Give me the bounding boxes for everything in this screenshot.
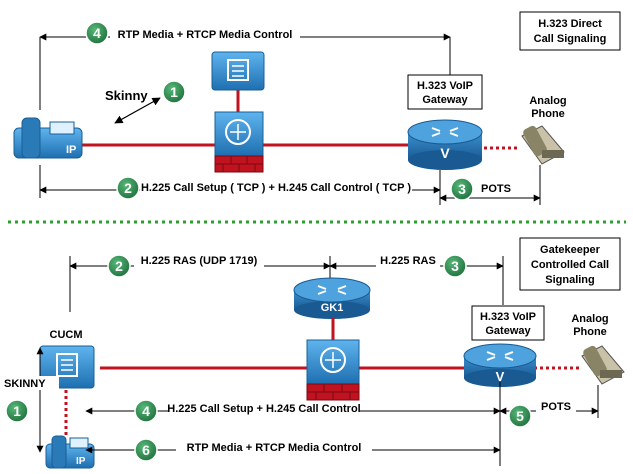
svg-text:IP: IP [66, 144, 76, 156]
svg-text:V: V [440, 145, 450, 161]
top-info-box-line1: H.323 Direct [538, 18, 602, 30]
bottom-gateway-box: H.323 VoIP Gateway [471, 305, 545, 341]
step-number: 1 [13, 403, 21, 419]
bottom-gateway-line2: Gateway [485, 325, 531, 337]
top-media-label-bg [110, 27, 300, 43]
bottom-firewall-icon [306, 339, 360, 401]
bottom-skinny-label: SKINNY [4, 378, 46, 390]
top-media-label: RTP Media + RTCP Media Control [118, 29, 293, 41]
step-badge-top-3: 3 [450, 177, 474, 201]
bottom-analog-line1: Analog [571, 313, 608, 325]
step-badge-bottom-5: 5 [508, 404, 532, 428]
top-gateway-box: H.323 VoIP Gateway [407, 74, 483, 110]
step-badge-top-2: 2 [116, 176, 140, 200]
top-firewall-icon [214, 111, 264, 173]
bottom-analog-line2: Phone [573, 326, 607, 338]
top-setup-label: H.225 Call Setup ( TCP ) + H.245 Call Co… [141, 182, 411, 194]
bottom-ip-phone-icon: IP [45, 435, 95, 469]
step-number: 4 [142, 403, 150, 419]
bottom-info-box-line2: Controlled Call [531, 259, 609, 271]
top-skinny-arrow [114, 97, 161, 124]
bottom-skinny-label-bg [3, 376, 59, 390]
bottom-info-box: Gatekeeper Controlled Call Signaling [519, 237, 621, 291]
svg-text:V: V [496, 369, 505, 384]
bottom-analog-phone-icon [581, 345, 625, 385]
gatekeeper-router-icon [293, 277, 371, 319]
top-info-box: H.323 Direct Call Signaling [519, 11, 621, 51]
step-number: 4 [93, 25, 101, 41]
top-setup-label-bg [140, 180, 412, 196]
top-gateway-router-icon: V [407, 119, 483, 170]
bottom-media-label: RTP Media + RTCP Media Control [187, 442, 362, 454]
bottom-analog-phone-label: Analog Phone [571, 313, 608, 338]
top-analog-phone-label: Analog Phone [529, 95, 566, 120]
step-number: 1 [170, 84, 178, 100]
top-gateway-line2: Gateway [422, 94, 468, 106]
step-number: 2 [115, 258, 123, 274]
bottom-setup-label: H.225 Call Setup + H.245 Call Control [167, 403, 360, 415]
bottom-ras-label: H.225 RAS (UDP 1719) [141, 255, 258, 267]
top-pots-label: POTS [481, 183, 511, 195]
svg-text:IP: IP [76, 456, 86, 467]
bottom-ras-label2: H.225 RAS [380, 255, 436, 267]
top-ip-phone-icon: IP [13, 117, 83, 159]
bottom-info-box-line3: Signaling [545, 274, 595, 286]
top-pots-label-bg [476, 182, 516, 196]
top-analog-line2: Phone [531, 108, 565, 120]
step-badge-bottom-2: 2 [107, 254, 131, 278]
top-analog-line1: Analog [529, 95, 566, 107]
bottom-ras-label2-bg [376, 254, 440, 269]
bottom-ras-label-bg [134, 254, 264, 269]
step-badge-top-4: 4 [85, 21, 109, 45]
bottom-pots-label: POTS [541, 401, 571, 413]
step-badge-top-1: 1 [162, 80, 186, 104]
step-number: 3 [458, 181, 466, 197]
top-skinny-label: Skinny [105, 88, 148, 103]
bottom-info-box-line1: Gatekeeper [540, 244, 601, 256]
bottom-gateway-line1: H.323 VoIP [480, 311, 536, 323]
bottom-media-label-bg [176, 440, 372, 455]
step-badge-bottom-1: 1 [5, 399, 29, 423]
step-number: 6 [142, 442, 150, 458]
bottom-pots-label-bg [536, 400, 576, 414]
step-number: 5 [516, 408, 524, 424]
bottom-setup-label-bg [168, 401, 360, 416]
step-number: 3 [451, 258, 459, 274]
step-number: 2 [124, 180, 132, 196]
top-gateway-line1: H.323 VoIP [417, 80, 473, 92]
top-analog-phone-icon [521, 125, 565, 165]
step-badge-bottom-4: 4 [134, 399, 158, 423]
bottom-gateway-router-icon: V [463, 343, 537, 387]
cucm-label: CUCM [50, 329, 83, 341]
step-badge-bottom-6: 6 [134, 438, 158, 462]
gatekeeper-label: GK1 [321, 302, 344, 314]
top-info-box-line2: Call Signaling [534, 33, 607, 45]
top-cucm-server-icon [211, 51, 265, 91]
step-badge-bottom-3: 3 [443, 254, 467, 278]
